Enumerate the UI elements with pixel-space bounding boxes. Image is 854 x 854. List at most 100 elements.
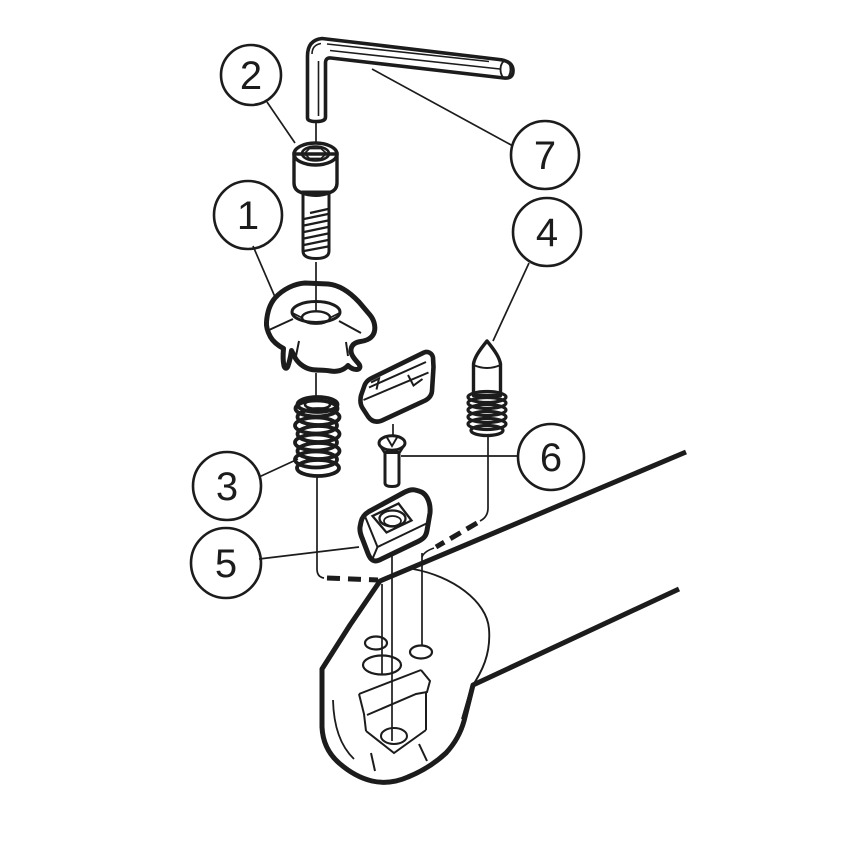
pocket-edge [358, 669, 422, 695]
callout-7-label: 7 [534, 134, 556, 178]
leader-line-4 [492, 262, 530, 342]
callout-1-label: 1 [237, 194, 259, 238]
shim-details [363, 361, 429, 401]
pocket-edge [370, 752, 376, 772]
callout-3-circle [191, 450, 263, 522]
setscrew-body [471, 339, 503, 398]
cutting-insert [357, 487, 433, 564]
callout-7-circle [509, 119, 581, 191]
insert-hole [378, 509, 407, 528]
clamp-creases [268, 318, 362, 357]
pocket-edge [358, 693, 367, 732]
hex-key-tip [499, 59, 512, 80]
pocket-floor-edge [365, 729, 427, 755]
setscrew-thread [469, 423, 505, 438]
facet-line [311, 42, 322, 55]
thread-line [303, 238, 329, 247]
spring-top-inner [303, 398, 332, 411]
insert-edges [364, 517, 428, 561]
insert-pocket [358, 669, 432, 772]
thread-line [303, 219, 329, 227]
leader-lines [252, 68, 530, 560]
thread-line [303, 212, 329, 221]
screw-socket-rim [300, 145, 331, 162]
clamp [263, 280, 378, 374]
insert-edge [377, 522, 428, 548]
facet-line [329, 49, 501, 70]
callout-6-circle [516, 422, 586, 492]
callout-5-label: 5 [215, 542, 237, 586]
axis-lines-inside-head [381, 553, 423, 741]
axis-line [421, 547, 435, 558]
pin [377, 434, 407, 489]
setscrew-thread [466, 402, 508, 418]
crease-line [295, 340, 300, 357]
pin-slot [386, 437, 398, 448]
thread-line [303, 232, 329, 240]
leader-line-3 [258, 458, 299, 478]
toolholder-body [319, 449, 687, 785]
insert-edge [371, 546, 379, 561]
thread-line [303, 225, 329, 234]
insertion-path-dashed [326, 520, 479, 583]
top-hole-small [363, 635, 389, 651]
shim-outline [358, 349, 436, 424]
leader-line-2 [266, 101, 296, 144]
axis-line [316, 475, 325, 579]
leader-line-1 [252, 245, 276, 298]
crease-line [345, 341, 349, 357]
callout-2-circle [219, 43, 283, 107]
screw-threads [303, 207, 329, 253]
setscrew-thread [466, 389, 508, 405]
leader-line-5 [258, 546, 360, 560]
shim-block [358, 349, 436, 424]
insert-edge [364, 517, 379, 548]
callouts: 1 2 3 4 5 6 7 [189, 43, 586, 600]
hex-key-facets [311, 42, 501, 116]
setscrew-thread [466, 395, 508, 411]
setscrew-shoulder [473, 364, 501, 369]
screw-head [292, 152, 339, 197]
crease-line [268, 318, 294, 331]
spring-top-coil [295, 395, 340, 414]
leader-line-7 [371, 68, 514, 147]
callout-6-label: 6 [540, 436, 562, 480]
screw-shank [301, 190, 331, 261]
clamp-outline [263, 280, 378, 374]
insert-hole-inner [383, 515, 402, 527]
callout-3-label: 3 [216, 465, 238, 509]
pocket-edge [418, 743, 428, 762]
shim-edge [363, 371, 429, 401]
insert-recess [370, 502, 414, 534]
axis-lines [315, 122, 489, 579]
toolholder-outline [319, 449, 687, 785]
set-screw [466, 339, 508, 438]
callout-1-circle [212, 179, 284, 251]
thread-line [309, 207, 329, 215]
callout-5-circle [189, 526, 263, 600]
shim-notch [407, 374, 424, 387]
callout-4-circle [511, 196, 583, 268]
head-dome-curve [412, 568, 491, 689]
pin-shank [383, 451, 401, 489]
thread-line [303, 245, 329, 253]
axis-line [479, 434, 489, 522]
hex-key [305, 36, 515, 124]
callout-4-label: 4 [536, 211, 558, 255]
head-facet-line [461, 687, 472, 720]
dashed-path [326, 575, 379, 583]
shim-tab [370, 376, 381, 390]
clamp-countersink [292, 312, 340, 319]
facet-line [326, 43, 490, 63]
coil-spring [293, 395, 342, 478]
setscrew-thread [466, 416, 508, 432]
setscrew-thread [466, 409, 508, 425]
pin-head [377, 434, 407, 452]
screw-head-top [292, 141, 339, 167]
toolholder-fill [322, 452, 686, 783]
head-inner-curve [332, 699, 355, 760]
cap-screw [292, 141, 339, 261]
crease-line [338, 320, 362, 334]
